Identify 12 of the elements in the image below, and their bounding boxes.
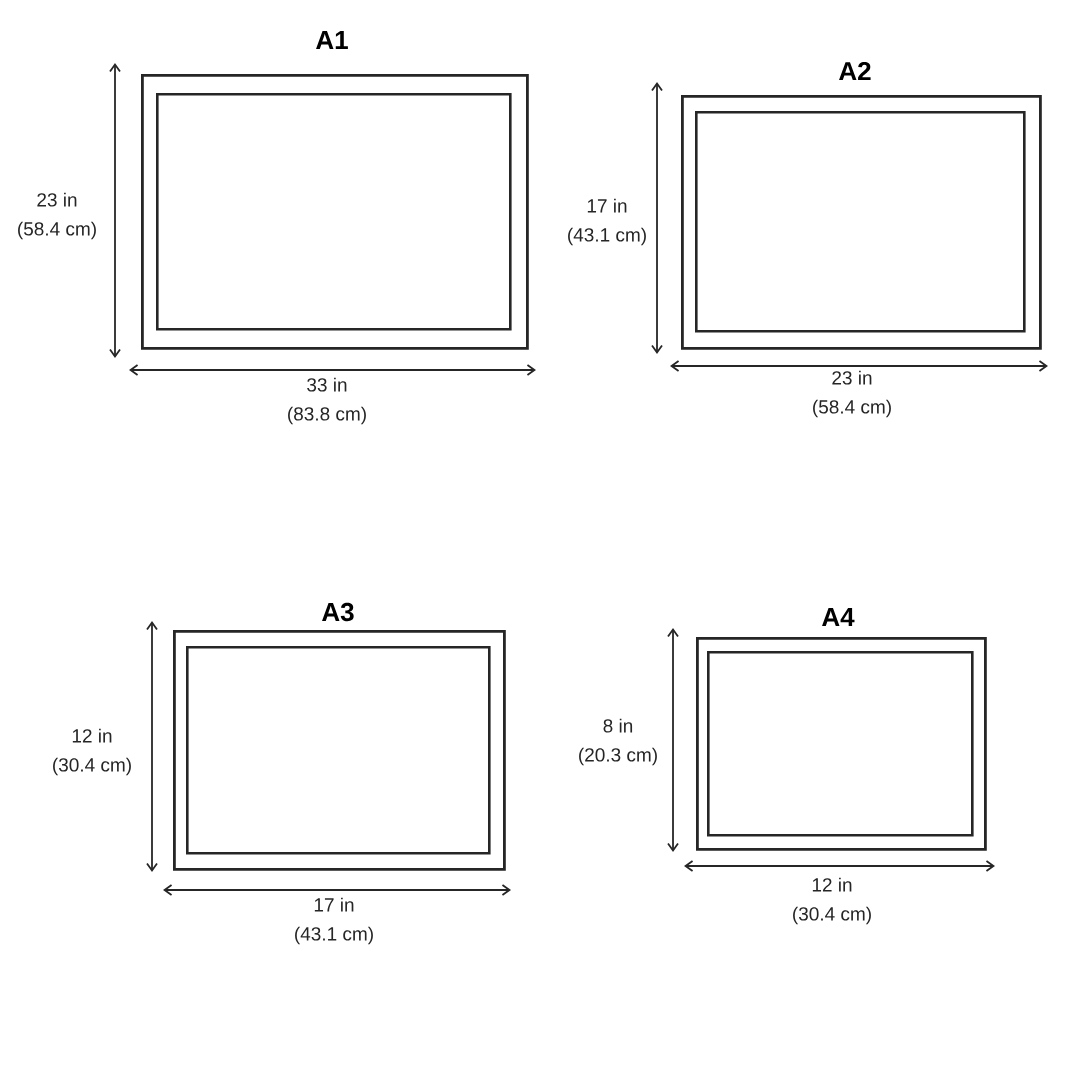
frame-border [695,111,1026,333]
frame-border [707,651,974,837]
frame-title: A2 [839,61,871,81]
dimension-label: 8 in (20.3 cm) [579,718,657,766]
frame-border [156,93,512,331]
dimension-label: 17 in (43.1 cm) [295,897,373,945]
frame-title: A1 [316,31,348,49]
dimension-label: 17 in (43.1 cm) [568,198,646,246]
frame-title: A3 [322,602,354,622]
frame-border [186,646,491,855]
dimension-label: 33 in (83.8 cm) [288,377,366,425]
frame-title: A4 [822,608,855,626]
